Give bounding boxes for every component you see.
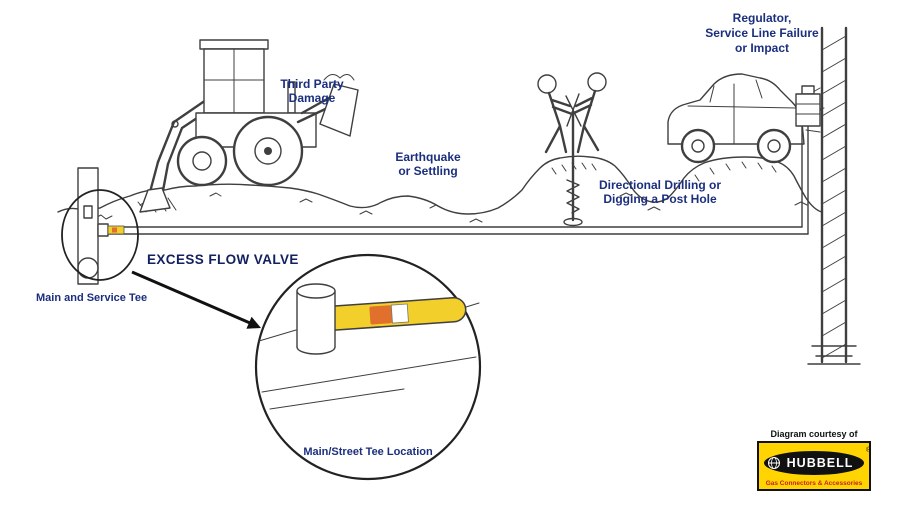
auger-spiral	[566, 179, 580, 214]
label-main-service-tee: Main and Service Tee	[36, 292, 147, 304]
detail-magnifier: Main/Street Tee Location	[254, 253, 482, 481]
main-pipe-body	[77, 167, 99, 285]
workers-digging	[537, 72, 607, 227]
tee-fitting	[97, 223, 109, 237]
label-drilling-2: Digging a Post Hole	[603, 192, 717, 206]
regulator-meter	[795, 85, 823, 127]
service-riser	[801, 123, 809, 235]
main-pipe-fitting	[83, 205, 93, 219]
car-wheel-front-hub	[767, 139, 781, 153]
hubbell-credit: Diagram courtesy of HUBBELL ® Gas Connec…	[757, 429, 872, 491]
labels: Regulator, Service Line Failure or Impac…	[36, 11, 819, 304]
efv-mini	[107, 225, 125, 235]
cylinder-bottom	[296, 346, 336, 355]
regulator-cap	[801, 85, 815, 95]
regulator-detail	[795, 103, 823, 115]
label-regulator-3: or Impact	[735, 41, 789, 55]
label-regulator-1: Regulator,	[733, 11, 792, 25]
label-third-party-2: Damage	[289, 91, 336, 105]
loader-dirt	[323, 74, 355, 81]
label-drilling-1: Directional Drilling or	[599, 178, 721, 192]
car-wheel-rear	[680, 128, 716, 164]
car-wheel-front	[756, 128, 792, 164]
street-tee-cylinder	[296, 283, 336, 355]
wall-footing	[807, 345, 861, 365]
backhoe-cab-window	[203, 48, 265, 114]
wall-hatch	[821, 35, 847, 359]
ground	[57, 155, 823, 223]
label-earthquake-1: Earthquake	[395, 150, 461, 164]
regulator-body	[795, 93, 821, 127]
left-worker-head	[537, 74, 557, 94]
right-worker-head	[587, 72, 607, 92]
backhoe-dig-bucket	[139, 187, 171, 213]
backhoe-front-hub	[192, 151, 212, 171]
car-windows	[687, 79, 797, 145]
gas-main	[61, 167, 139, 285]
left-worker-figure	[544, 91, 574, 154]
detail-lines	[258, 302, 480, 410]
backhoe-roof	[199, 39, 269, 50]
building-wall	[807, 26, 861, 365]
post-hole	[563, 217, 583, 227]
wall-edges	[820, 26, 848, 364]
label-tee-location: Main/Street Tee Location	[303, 446, 433, 458]
efv-capsule	[319, 297, 467, 332]
backhoe-rear-center	[264, 147, 272, 155]
arrow-head	[246, 316, 261, 329]
ground-line	[57, 155, 823, 215]
arrow-shaft	[131, 270, 251, 325]
cylinder-mask	[297, 291, 335, 347]
backhoe-rear-hub	[254, 137, 282, 165]
efv-mini-valve	[112, 227, 117, 233]
backhoe-front-wheel	[176, 135, 228, 187]
globe-meridian	[771, 457, 777, 469]
globe-icon	[768, 457, 780, 469]
backhoe	[139, 39, 359, 213]
cylinder-sides	[296, 290, 336, 348]
cylinder-top	[296, 283, 336, 299]
label-excess-flow-valve: EXCESS FLOW VALVE	[147, 252, 299, 267]
hubbell-brand: HUBBELL	[787, 456, 854, 470]
car-wheel-rear-hub	[691, 139, 705, 153]
hubbell-tagline: Gas Connectors & Accessories	[766, 480, 863, 487]
efv-highlight-ring	[61, 189, 139, 281]
backhoe-boom-joint	[171, 120, 179, 128]
hubbell-oval	[764, 451, 864, 475]
capsule-valve-orange	[369, 305, 393, 325]
credit-courtesy: Diagram courtesy of	[770, 429, 858, 439]
label-regulator-2: Service Line Failure	[705, 26, 819, 40]
right-worker-figure	[572, 89, 600, 154]
capsule-valve-white	[390, 303, 409, 324]
service-line-pipe	[105, 226, 809, 235]
hubbell-registered: ®	[866, 446, 872, 454]
car-crash	[667, 73, 825, 164]
label-third-party-1: Third Party	[280, 77, 344, 91]
detail-arrow	[131, 270, 261, 329]
service-line	[105, 123, 809, 235]
backhoe-loader-bucket	[319, 83, 359, 137]
label-earthquake-2: or Settling	[398, 164, 457, 178]
